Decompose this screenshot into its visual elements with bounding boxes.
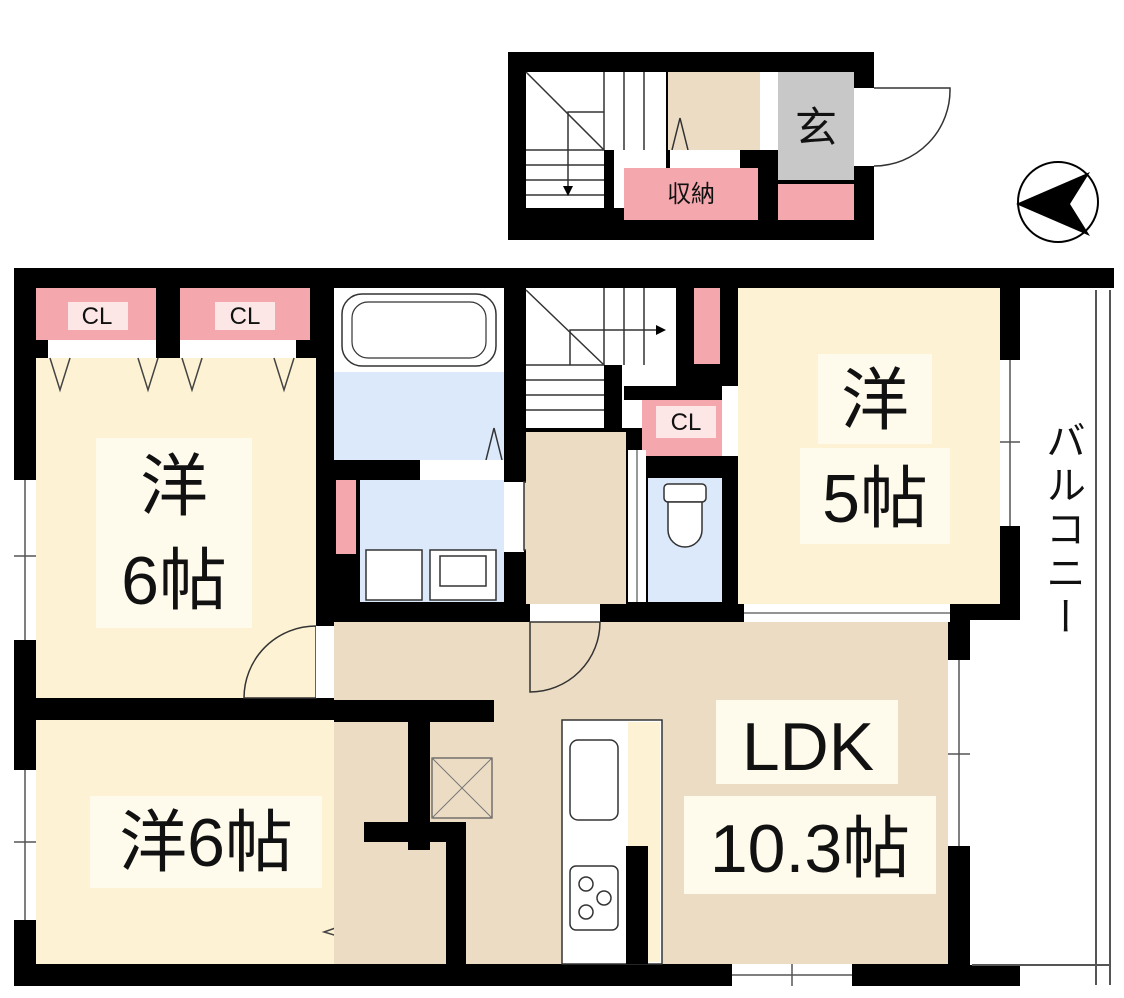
west-room-type: 洋	[140, 449, 208, 525]
east-room-label-bg	[818, 354, 932, 444]
entrance-label: 玄	[795, 104, 837, 151]
east-room-type: 洋	[841, 363, 909, 439]
east-room	[738, 288, 1000, 604]
stair-arrow-icon	[563, 186, 573, 196]
kitchen-sink-icon	[569, 739, 619, 821]
compass-icon	[1016, 161, 1099, 243]
upper-floor: 玄 収納	[508, 52, 951, 240]
south-room-label-bg	[90, 796, 322, 888]
door-swing-icon	[529, 621, 601, 693]
ldk-type: LDK	[742, 709, 874, 785]
balcony-label-text: バルコニー	[1040, 420, 1084, 640]
toilet-icon	[663, 483, 707, 548]
stair-arrow-icon	[656, 325, 666, 335]
stove-icon	[569, 865, 619, 931]
bathtub-icon	[341, 293, 497, 367]
balcony-label: バルコニー	[1040, 420, 1084, 640]
west-room-label-bg	[96, 438, 252, 628]
entrance-area	[778, 72, 854, 180]
upper-hall	[668, 72, 760, 150]
door-swing-icon	[873, 87, 951, 167]
sink-icon	[365, 549, 497, 601]
south-room-label: 洋6帖	[119, 805, 293, 881]
storage-label: 収納	[667, 181, 715, 208]
storage-area	[624, 168, 758, 220]
upper-stair-icon	[525, 71, 645, 196]
west-room-size: 6帖	[121, 543, 227, 619]
hallway	[526, 432, 626, 604]
stair-icon	[525, 288, 660, 411]
ldk-size: 10.3帖	[710, 811, 910, 887]
closet-label: CL	[230, 303, 261, 330]
closet-label: CL	[671, 409, 702, 436]
door-swing-icon	[243, 625, 317, 699]
closet-door-icon	[49, 357, 295, 393]
balcony	[1020, 288, 1114, 986]
entrance-door	[854, 88, 874, 166]
closet-label: CL	[82, 303, 113, 330]
shoe-closet	[778, 184, 854, 220]
east-room-size: 5帖	[822, 461, 928, 537]
ldk-label-bg	[716, 700, 898, 784]
